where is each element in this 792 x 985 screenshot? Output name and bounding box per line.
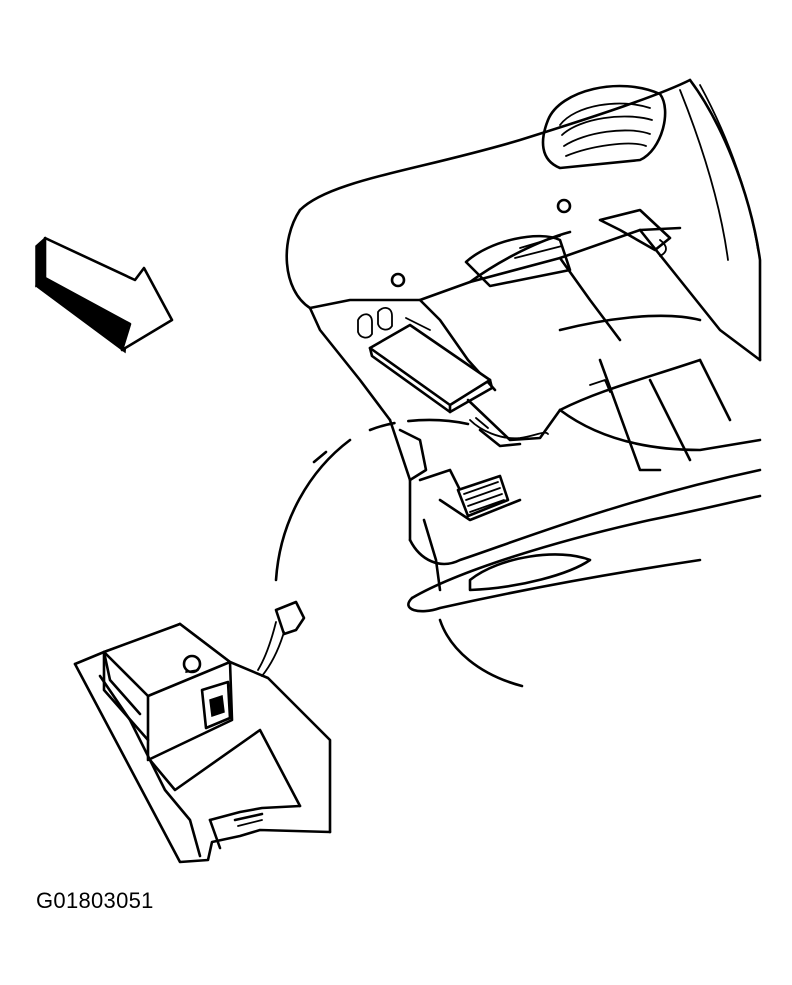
- screw-icon: [390, 272, 406, 288]
- detail-callout: [274, 418, 524, 688]
- module: [368, 317, 494, 414]
- wiring-harness: [469, 417, 549, 440]
- figure-code: G01803051: [36, 888, 154, 913]
- knob-icon: [182, 654, 202, 674]
- instrument-panel: [285, 78, 762, 613]
- screw-icon: [556, 198, 572, 214]
- connector: [456, 474, 510, 518]
- arrow-right-icon: [34, 236, 174, 354]
- air-vent: [541, 84, 667, 170]
- glove-box-door: [73, 600, 332, 864]
- switch: [200, 680, 232, 730]
